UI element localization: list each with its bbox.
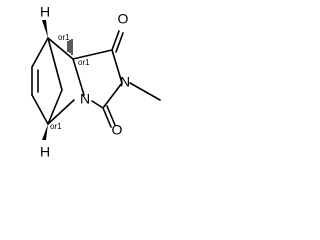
atom-o-top: O	[118, 11, 129, 27]
bond-bottom-carbonyl-n-ring	[91, 100, 104, 109]
bonds	[31, 30, 161, 128]
atom-n-ring: N	[80, 91, 90, 107]
atom-n-imide: N	[120, 74, 130, 90]
bond-top-carbonyl-o-1	[111, 30, 120, 51]
atom-labels: H H N N O O	[40, 4, 130, 160]
bond-ca-cc	[31, 37, 49, 68]
chemical-structure-diagram: H H N N O O or1 or1 or1	[31, 4, 161, 160]
stereo-bonds	[42, 20, 73, 140]
stereo-labels: or1 or1 or1	[50, 33, 90, 131]
stereo-label-c2: or1	[78, 58, 90, 67]
bond-cb-c-carbonyl-top	[72, 49, 113, 60]
bond-cd-ce	[31, 94, 49, 125]
stereo-label-c3: or1	[50, 122, 62, 131]
stereo-label-c1: or1	[58, 33, 70, 42]
bond-bottom-carbonyl-o-2	[106, 105, 116, 126]
bond-ce-bridge	[47, 89, 63, 125]
atom-h-bottom: H	[40, 144, 50, 160]
bond-ca-cb	[47, 37, 74, 60]
bond-top-carbonyl-o-2	[115, 32, 124, 53]
bond-cb-n-ring	[72, 58, 85, 96]
wedge-bond-bottom-h	[42, 124, 48, 140]
bond-ce-n-ring	[47, 99, 75, 125]
bond-top-carbonyl-n-imide	[111, 49, 123, 84]
bond-bottom-carbonyl-o-1	[102, 107, 112, 128]
bond-n-methyl	[129, 82, 161, 101]
atom-o-bottom: O	[112, 122, 123, 138]
bond-ca-bridge	[47, 37, 63, 91]
atom-h-top: H	[40, 4, 50, 20]
bond-n-imide-bottom-carbonyl	[102, 82, 123, 109]
wedge-bond-top-h	[42, 20, 48, 38]
